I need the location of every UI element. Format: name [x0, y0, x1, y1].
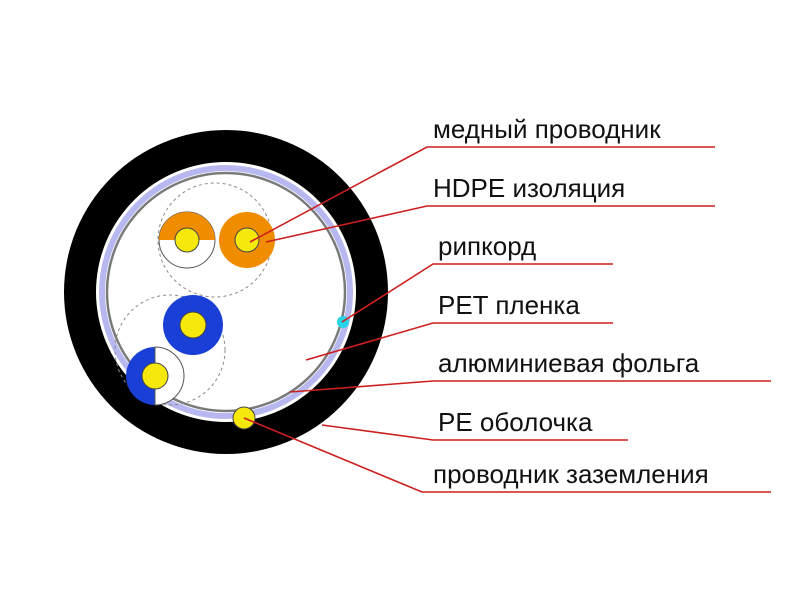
leader-copper-conductor — [249, 146, 715, 243]
leader-drain-wire — [243, 417, 771, 493]
pair-outline-bottom — [114, 294, 226, 406]
label-aluminium-foil: алюминиевая фольга — [438, 348, 700, 378]
label-pe-sheath: PE оболочка — [438, 407, 593, 437]
aluminium-foil-layer — [105, 171, 347, 413]
label-drain-wire: проводник заземления — [433, 459, 709, 489]
conductor-blue-copper — [179, 311, 207, 339]
leader-aluminium-foil — [289, 380, 771, 393]
label-pet-film: PET пленка — [438, 290, 580, 320]
conductor-white-blue-stripe — [154, 346, 185, 406]
conductor-white-blue-copper — [141, 362, 169, 390]
label-copper-conductor: медный проводник — [433, 114, 661, 144]
conductor-orange-copper — [234, 227, 260, 253]
leader-lines — [243, 146, 771, 493]
leader-hdpe-insulation — [265, 205, 715, 243]
leader-ripcord — [341, 263, 613, 323]
leader-pe-sheath — [321, 424, 628, 441]
conductor-white-orange-copper — [174, 227, 200, 253]
pet-film-layer — [99, 165, 353, 419]
label-ripcord: рипкорд — [438, 231, 537, 261]
conductor-white-orange-stripe — [159, 212, 215, 240]
label-hdpe-insulation: HDPE изоляция — [433, 173, 626, 203]
leader-pet-film — [305, 322, 613, 361]
